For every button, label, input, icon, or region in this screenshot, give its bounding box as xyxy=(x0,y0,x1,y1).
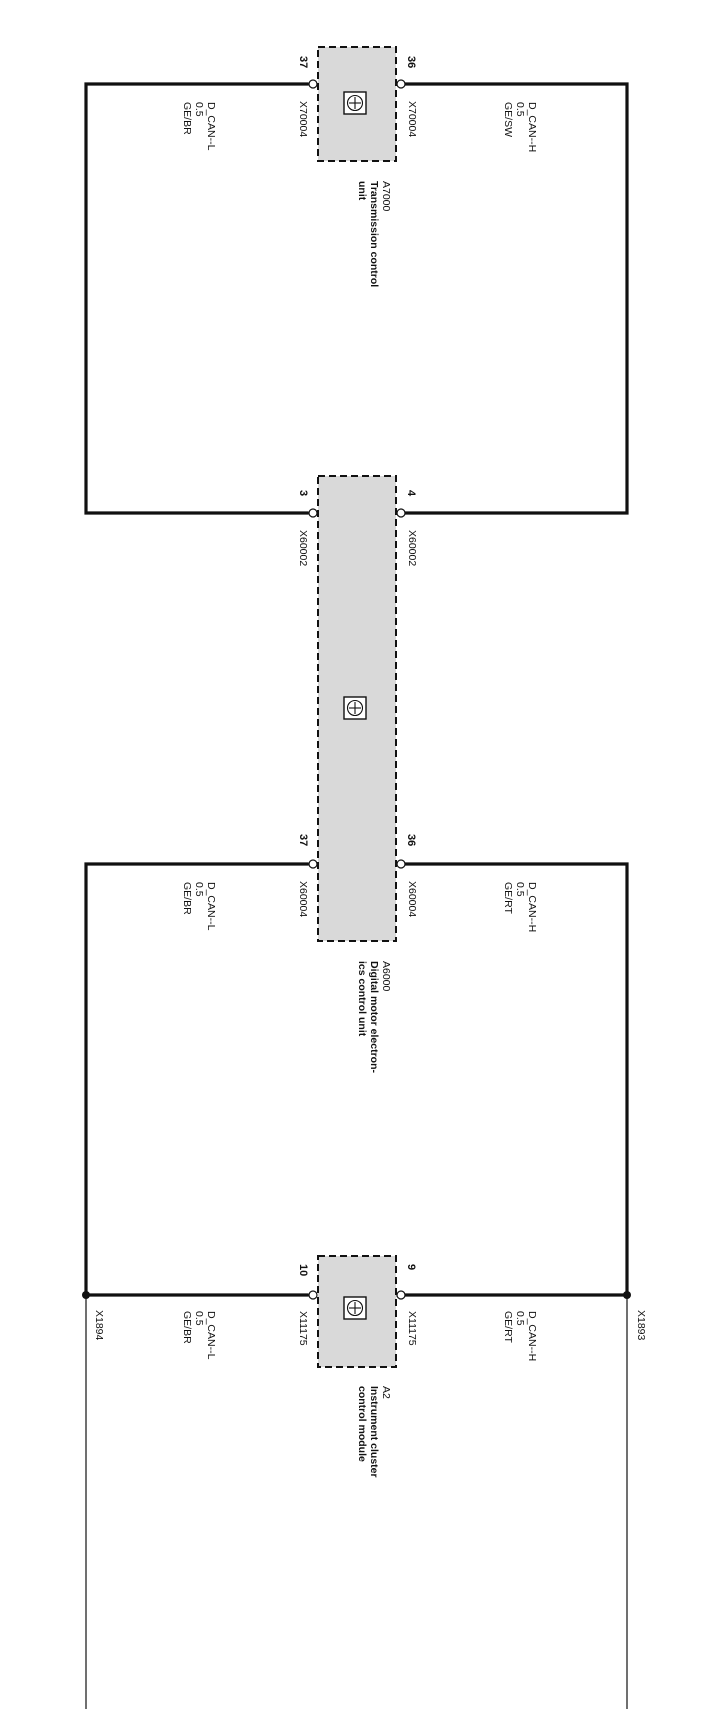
terminal-a7000-36 xyxy=(396,79,406,89)
terminal-a6000-36 xyxy=(396,859,406,869)
terminal-a6000-3 xyxy=(308,508,318,518)
wire-label-seg2-l: D_CAN--L 0.5 GE/BR xyxy=(181,882,217,931)
wire-label-seg1-l: D_CAN--L 0.5 GE/BR xyxy=(181,102,217,151)
connector-labels: X70004 X70004 X60002 X60002 X60004 X6000… xyxy=(297,101,418,1346)
svg-text:0.5: 0.5 xyxy=(193,882,205,897)
svg-text:ics control unit: ics control unit xyxy=(356,961,368,1037)
connector-a6000-top-l: X60002 xyxy=(297,530,309,566)
control-unit-icon xyxy=(343,1296,367,1320)
wire-loop-a7000-a6000 xyxy=(84,82,629,515)
pin-a6000-top-h: 4 xyxy=(405,490,417,497)
svg-text:D_CAN--H: D_CAN--H xyxy=(526,102,538,152)
connector-a6000-top-h: X60002 xyxy=(406,530,418,566)
svg-text:A2: A2 xyxy=(380,1386,392,1399)
svg-text:0.5: 0.5 xyxy=(514,882,526,897)
connector-a7000-h: X70004 xyxy=(406,101,418,137)
svg-text:0.5: 0.5 xyxy=(514,102,526,117)
control-unit-icon xyxy=(343,696,367,720)
terminal-a2-9 xyxy=(396,1290,406,1300)
pin-a6000-bot-h: 36 xyxy=(405,834,417,846)
module-name-a2: A2 Instrument cluster control module xyxy=(356,1386,392,1478)
module-name-a7000: A7000 Transmission control unit xyxy=(356,181,392,287)
svg-text:A7000: A7000 xyxy=(380,181,392,212)
svg-text:control module: control module xyxy=(356,1386,368,1462)
wire-label-seg2-h: D_CAN--H 0.5 GE/RT xyxy=(502,882,538,932)
splice-dot-left xyxy=(82,1291,90,1299)
svg-text:GE/SW: GE/SW xyxy=(502,102,514,137)
splice-label-right: X1893 xyxy=(635,1310,647,1341)
svg-text:A6000: A6000 xyxy=(380,961,392,992)
svg-text:GE/RT: GE/RT xyxy=(502,882,514,914)
module-a6000[interactable] xyxy=(308,475,406,942)
wire-label-seg1-h: D_CAN--H 0.5 GE/SW xyxy=(502,102,538,152)
pin-a7000-h: 36 xyxy=(405,56,417,68)
connector-a6000-bot-l: X60004 xyxy=(297,881,309,917)
svg-text:GE/BR: GE/BR xyxy=(181,882,193,915)
module-a2[interactable] xyxy=(308,1255,406,1368)
terminal-a2-10 xyxy=(308,1290,318,1300)
svg-text:D_CAN--L: D_CAN--L xyxy=(205,102,217,151)
svg-text:GE/RT: GE/RT xyxy=(502,1311,514,1343)
splice-dot-right xyxy=(623,1291,631,1299)
svg-text:D_CAN--H: D_CAN--H xyxy=(526,1311,538,1361)
svg-text:Instrument cluster: Instrument cluster xyxy=(368,1386,380,1478)
control-unit-icon xyxy=(343,91,367,115)
svg-text:unit: unit xyxy=(356,181,368,201)
connector-a7000-l: X70004 xyxy=(297,101,309,137)
svg-text:0.5: 0.5 xyxy=(193,1311,205,1326)
pin-a2-h: 9 xyxy=(405,1264,417,1270)
connector-a2-l: X11175 xyxy=(297,1311,309,1346)
pin-a2-l: 10 xyxy=(297,1264,309,1276)
terminal-a6000-4 xyxy=(396,508,406,518)
svg-text:Transmission control: Transmission control xyxy=(368,181,380,287)
wire-bus-a6000-to-splices xyxy=(84,862,629,1297)
terminal-a7000-37 xyxy=(308,79,318,89)
svg-text:D_CAN--L: D_CAN--L xyxy=(205,882,217,931)
splice-label-left: X1894 xyxy=(93,1310,105,1341)
svg-text:0.5: 0.5 xyxy=(193,102,205,117)
pin-a6000-top-l: 3 xyxy=(297,490,309,496)
connector-a6000-bot-h: X60004 xyxy=(406,881,418,917)
connector-a2-h: X11175 xyxy=(406,1311,418,1346)
pin-a6000-bot-l: 37 xyxy=(297,834,309,846)
module-name-a6000: A6000 Digital motor electron- ics contro… xyxy=(356,961,392,1074)
pin-a7000-l: 37 xyxy=(297,56,309,68)
svg-text:D_CAN--L: D_CAN--L xyxy=(205,1311,217,1360)
terminal-a6000-37 xyxy=(308,859,318,869)
svg-text:Digital motor electron-: Digital motor electron- xyxy=(368,961,380,1074)
pin-labels: 37 36 3 4 37 36 10 9 xyxy=(297,56,417,1276)
svg-text:0.5: 0.5 xyxy=(514,1311,526,1326)
svg-text:D_CAN--H: D_CAN--H xyxy=(526,882,538,932)
svg-text:GE/BR: GE/BR xyxy=(181,1311,193,1344)
wire-label-seg3-l: D_CAN--L 0.5 GE/BR xyxy=(181,1311,217,1360)
module-a7000[interactable] xyxy=(308,46,406,162)
wire-label-seg3-h: D_CAN--H 0.5 GE/RT xyxy=(502,1311,538,1361)
svg-text:GE/BR: GE/BR xyxy=(181,102,193,135)
wire-continuations xyxy=(85,1295,628,1709)
